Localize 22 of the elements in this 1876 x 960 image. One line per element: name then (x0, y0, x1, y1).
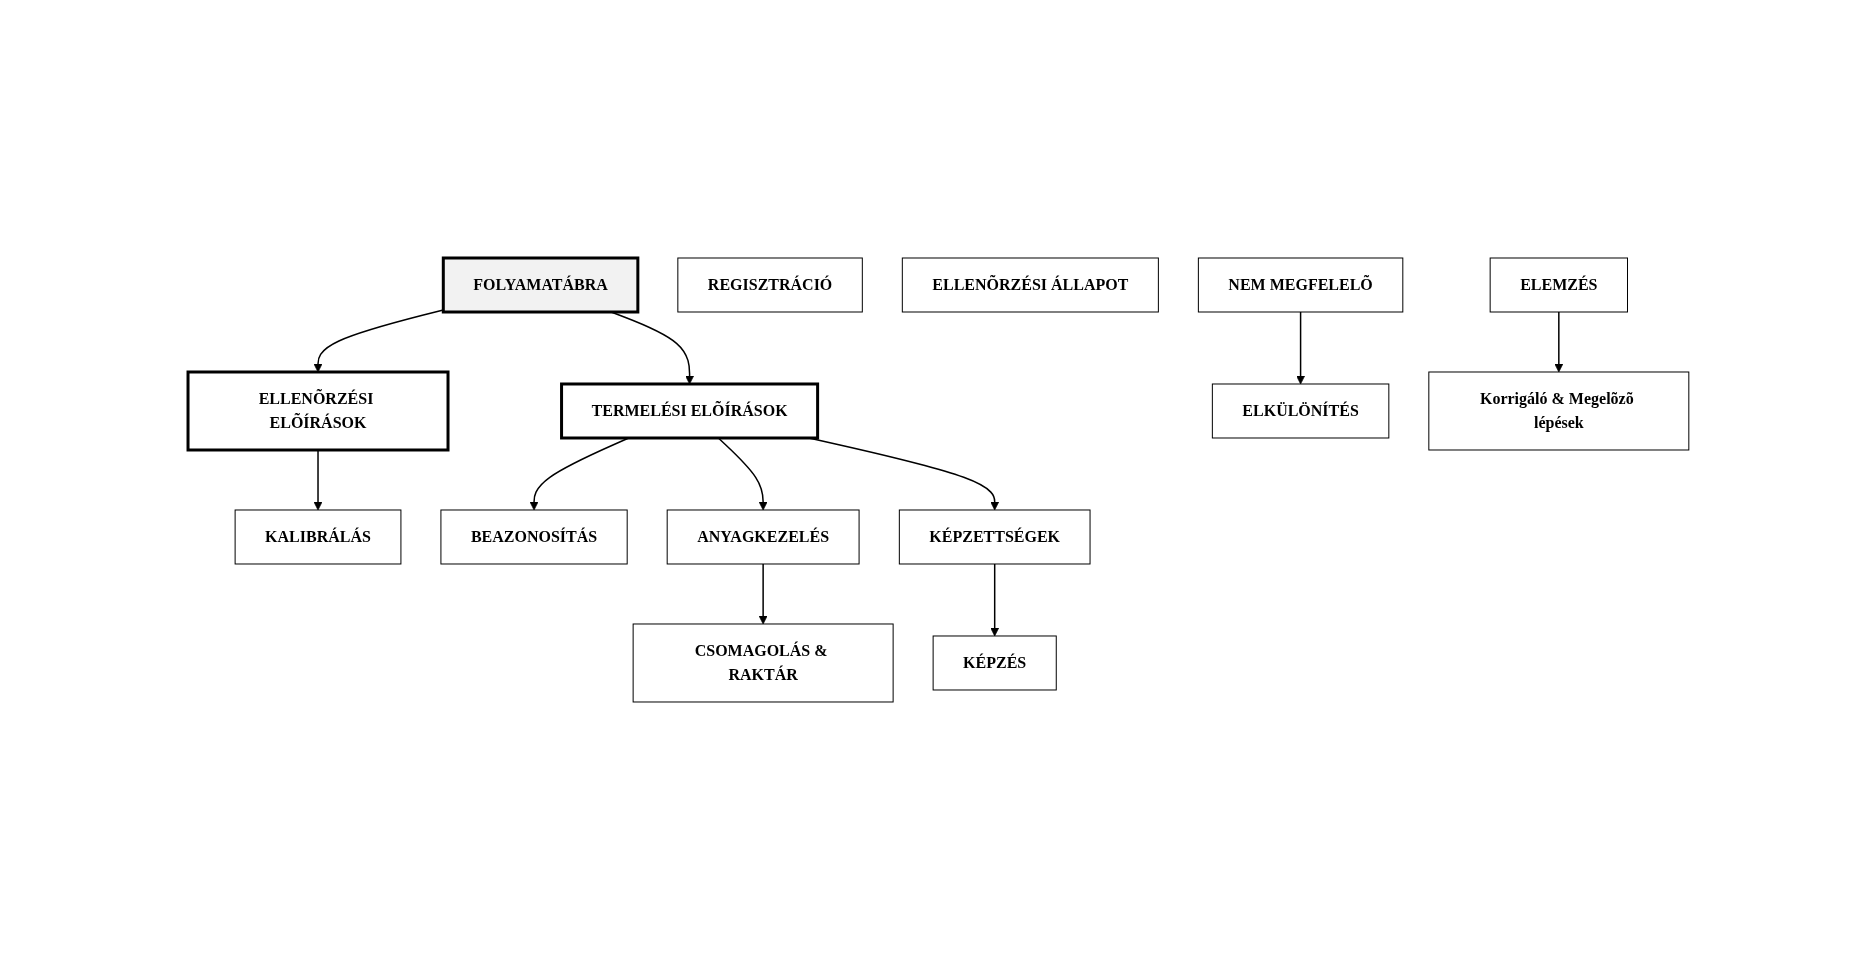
node-box: KÉPZETTSÉGEK (898, 509, 1091, 565)
node-box: NEM MEGFELELÕ (1197, 257, 1403, 313)
arrow (1554, 311, 1563, 373)
node-box: KÉPZÉS (932, 635, 1057, 691)
node-box: KALIBRÁLÁS (234, 509, 401, 565)
arrow (313, 449, 322, 511)
node-box: TERMELÉSI ELÕÍRÁSOK (559, 382, 819, 440)
node-box: FOLYAMATÁBRA (441, 256, 639, 314)
node-box: ELLENÕRZÉSI ÁLLAPOT (901, 257, 1159, 313)
arrow (758, 563, 768, 625)
arrow (313, 309, 444, 373)
node-box: Korrigáló & Megelõzõ lépések (1427, 371, 1689, 451)
node-box: BEAZONOSÍTÁS (440, 509, 628, 565)
node-box: ELLENÕRZÉSI ELÕÍRÁSOK (186, 370, 450, 452)
node-box: ELKÜLÖNÍTÉS (1211, 383, 1389, 439)
arrow (989, 563, 999, 637)
arrow (1295, 311, 1305, 385)
node-box: ANYAGKEZELÉS (666, 509, 860, 565)
node-box: ELEMZÉS (1489, 257, 1628, 313)
node-box: CSOMAGOLÁS & RAKTÁR (632, 623, 894, 703)
arrow (717, 437, 768, 511)
node-box: REGISZTRÁCIÓ (676, 257, 863, 313)
